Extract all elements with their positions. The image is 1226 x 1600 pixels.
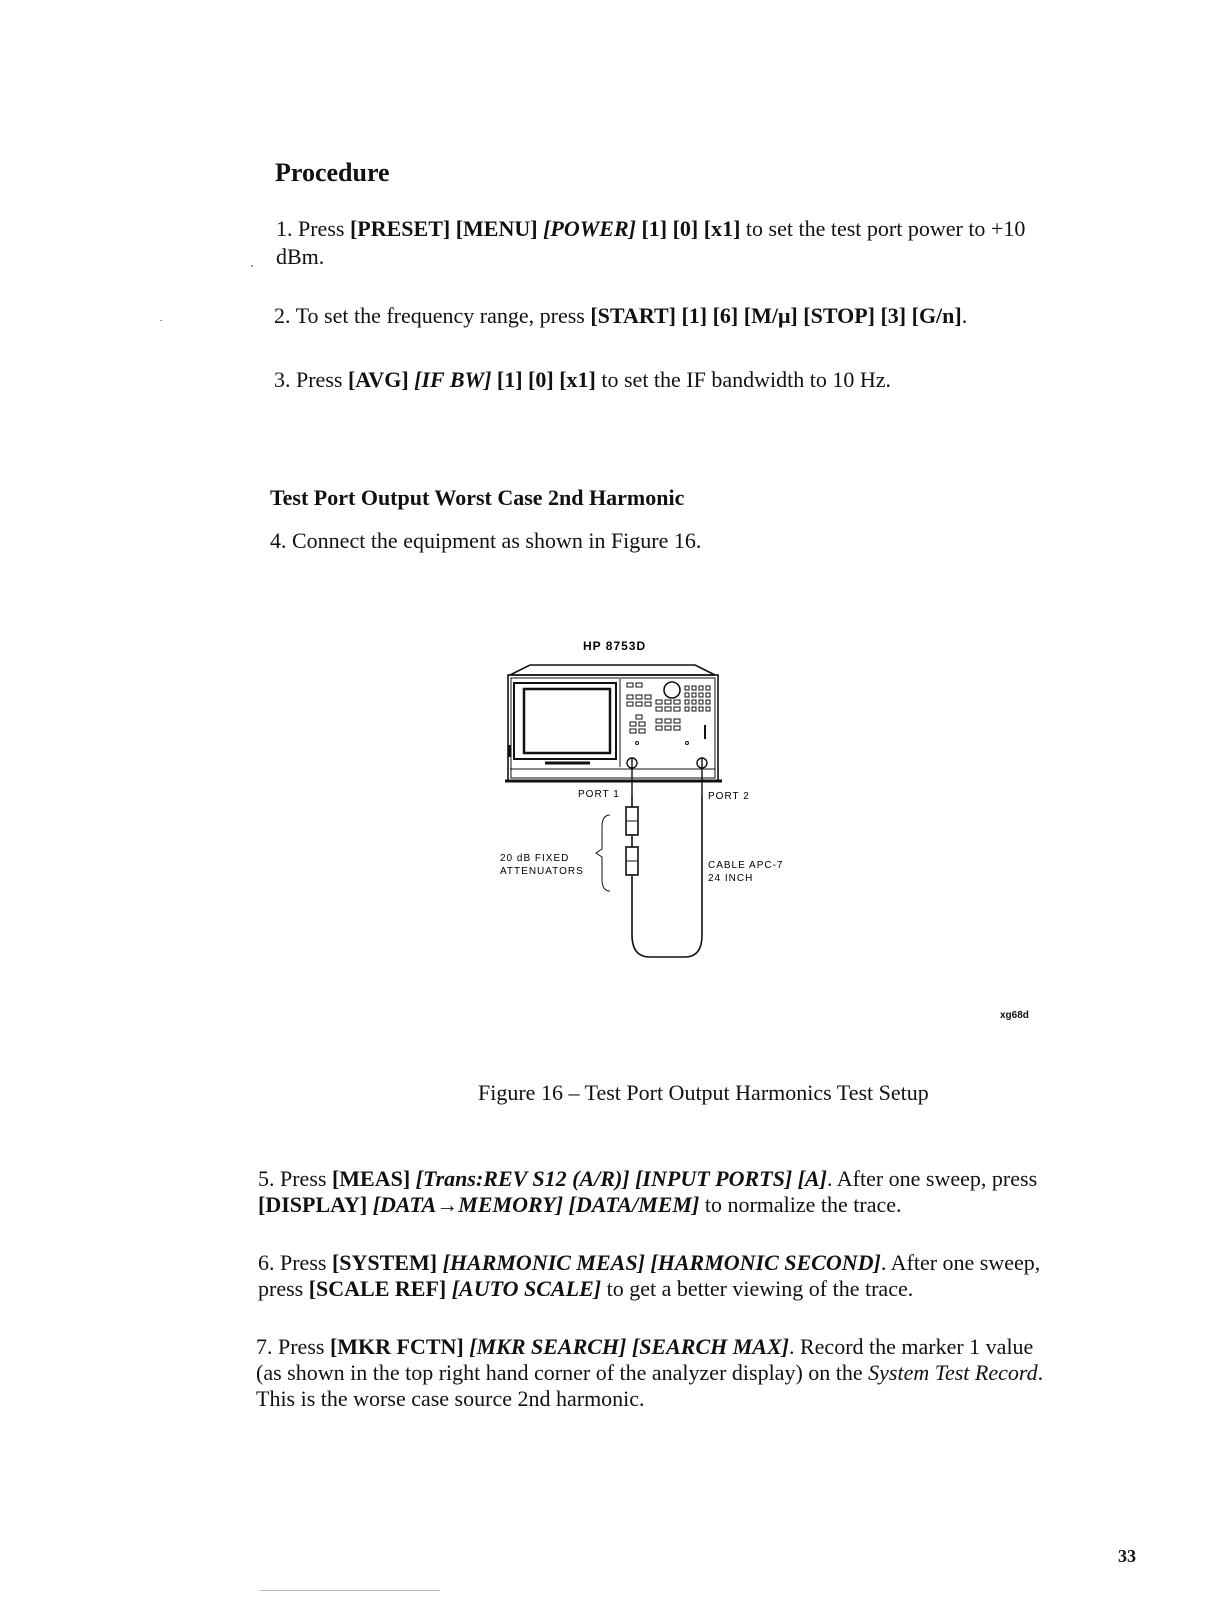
text-run: [AVG] bbox=[347, 367, 415, 392]
section-title: Procedure bbox=[275, 158, 390, 187]
text-run: to set the IF bandwidth to 10 Hz. bbox=[595, 367, 892, 392]
text-run: [HARMONIC MEAS] [HARMONIC SECOND] bbox=[442, 1250, 881, 1275]
attenuator-brace bbox=[595, 814, 611, 892]
step-6-line2: press [SCALE REF] [AUTO SCALE] to get a … bbox=[258, 1276, 913, 1302]
text-run: [POWER] bbox=[543, 216, 636, 241]
test-setup-diagram: HP 8753D bbox=[500, 639, 783, 958]
page-number: 33 bbox=[1118, 1546, 1136, 1566]
step-text: Press [AVG] [IF BW] [1] [0] [x1] to set … bbox=[296, 367, 891, 392]
step-text: Press [MKR FCTN] [MKR SEARCH] [SEARCH MA… bbox=[278, 1334, 1033, 1359]
text-run: to get a better viewing of the trace. bbox=[601, 1276, 914, 1301]
text-run: To set the frequency range, press bbox=[295, 303, 591, 328]
attenuator-label-line1: 20 dB FIXED bbox=[500, 853, 569, 864]
step-1-line2: dBm. bbox=[276, 244, 325, 269]
analyzer-title: HP 8753D bbox=[583, 639, 646, 653]
network-analyzer bbox=[505, 664, 722, 783]
step-5-line2: [DISPLAY] [DATA→MEMORY] [DATA/MEM] to no… bbox=[258, 1192, 902, 1218]
text-run: to normalize the trace. bbox=[699, 1192, 902, 1217]
text-run: to set the test port power to +10 bbox=[740, 216, 1026, 241]
step-number: 1. bbox=[276, 216, 293, 241]
text-run: [AUTO SCALE] bbox=[451, 1276, 602, 1301]
step-1: 1. Press [PRESET] [MENU] [POWER] [1] [0]… bbox=[276, 216, 1025, 242]
text-run: press bbox=[258, 1276, 309, 1301]
step-number: 5. bbox=[258, 1166, 275, 1191]
text-run: . Record the marker 1 value bbox=[788, 1334, 1034, 1359]
text-run: System Test Record bbox=[868, 1360, 1038, 1385]
step-3: 3. Press [AVG] [IF BW] [1] [0] [x1] to s… bbox=[274, 367, 891, 393]
step-number: 6. bbox=[258, 1250, 275, 1275]
step-7: 7. Press [MKR FCTN] [MKR SEARCH] [SEARCH… bbox=[256, 1334, 1033, 1360]
scan-speck bbox=[251, 265, 253, 267]
attenuators bbox=[625, 795, 639, 935]
text-run: . After one sweep, press bbox=[826, 1166, 1038, 1191]
text-run: Press bbox=[280, 1250, 332, 1275]
step-number: 3. bbox=[274, 367, 291, 392]
step-text: Press [SYSTEM] [HARMONIC MEAS] [HARMONIC… bbox=[280, 1250, 1040, 1275]
text-run: [MKR FCTN] bbox=[329, 1334, 470, 1359]
text-run: [DATA→MEMORY] [DATA/MEM] bbox=[372, 1192, 700, 1217]
front-panel-keys bbox=[626, 681, 711, 745]
scan-edge-mark bbox=[260, 1590, 440, 1591]
text-run: Press bbox=[298, 216, 350, 241]
figure-code: xg68d bbox=[1000, 1010, 1029, 1021]
text-run: [START] [1] [6] [M/μ] [STOP] [3] [G/n] bbox=[590, 303, 962, 328]
step-number: 4. bbox=[270, 528, 287, 553]
text-run: [MEAS] bbox=[331, 1166, 416, 1191]
text-run: . bbox=[961, 303, 968, 328]
step-text: To set the frequency range, press [START… bbox=[296, 303, 968, 328]
text-run: Press bbox=[278, 1334, 330, 1359]
step-7-line3: This is the worse case source 2nd harmon… bbox=[256, 1386, 645, 1411]
text-run: [Trans:REV S12 (A/R)] [INPUT PORTS] [A] bbox=[415, 1166, 827, 1191]
scan-speck bbox=[160, 320, 162, 321]
step-7-line2: (as shown in the top right hand corner o… bbox=[256, 1360, 1043, 1386]
step-number: 7. bbox=[256, 1334, 273, 1359]
attenuator-label-line2: ATTENUATORS bbox=[500, 866, 584, 877]
step-number: 2. bbox=[274, 303, 291, 328]
step-5: 5. Press [MEAS] [Trans:REV S12 (A/R)] [I… bbox=[258, 1166, 1037, 1192]
text-run: [SYSTEM] bbox=[331, 1250, 443, 1275]
text-run: [1] [0] [x1] bbox=[491, 367, 596, 392]
step-text: Press [PRESET] [MENU] [POWER] [1] [0] [x… bbox=[298, 216, 1025, 241]
text-run: [IF BW] bbox=[414, 367, 492, 392]
text-run: [PRESET] [MENU] bbox=[349, 216, 544, 241]
text-run: Press bbox=[280, 1166, 332, 1191]
port-connectors bbox=[626, 757, 708, 795]
text-run: (as shown in the top right hand corner o… bbox=[256, 1360, 869, 1385]
text-run: Press bbox=[296, 367, 348, 392]
port-2-label: PORT 2 bbox=[708, 791, 750, 802]
step-2: 2. To set the frequency range, press [ST… bbox=[274, 303, 967, 329]
port-1-label: PORT 1 bbox=[578, 789, 620, 800]
text-run: [MKR SEARCH] [SEARCH MAX] bbox=[469, 1334, 789, 1359]
step-4: 4. Connect the equipment as shown in Fig… bbox=[270, 528, 701, 554]
subsection-title: Test Port Output Worst Case 2nd Harmonic bbox=[270, 485, 685, 510]
apc7-cable bbox=[631, 795, 703, 958]
text-run: [1] [0] [x1] bbox=[635, 216, 741, 241]
figure-caption: Figure 16 – Test Port Output Harmonics T… bbox=[478, 1080, 929, 1105]
text-run: . bbox=[1037, 1360, 1044, 1385]
cable-label-line2: 24 INCH bbox=[708, 873, 753, 884]
text-run: . After one sweep, bbox=[880, 1250, 1041, 1275]
cable-label-line1: CABLE APC-7 bbox=[708, 860, 783, 871]
text-run: [DISPLAY] bbox=[258, 1192, 373, 1217]
text-run: [SCALE REF] bbox=[308, 1276, 452, 1301]
step-6: 6. Press [SYSTEM] [HARMONIC MEAS] [HARMO… bbox=[258, 1250, 1040, 1276]
step-text: Press [MEAS] [Trans:REV S12 (A/R)] [INPU… bbox=[280, 1166, 1037, 1191]
knob-icon bbox=[663, 681, 681, 699]
step-text: Connect the equipment as shown in Figure… bbox=[292, 528, 702, 553]
